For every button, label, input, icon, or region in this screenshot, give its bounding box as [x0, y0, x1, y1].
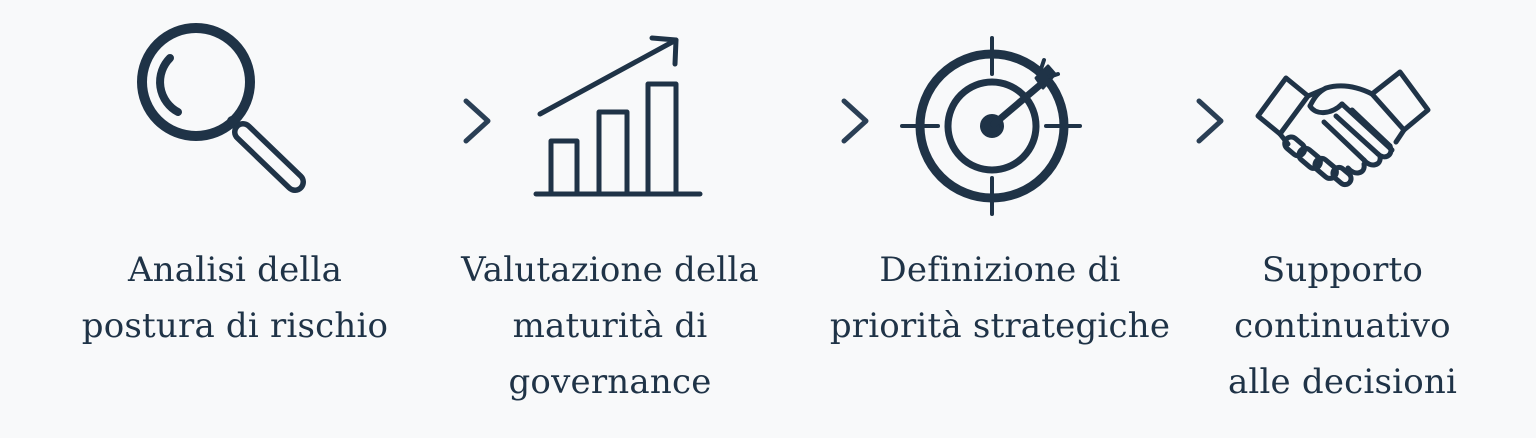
target-with-arrow-icon: [900, 36, 1085, 218]
handshake-icon: [1252, 64, 1437, 194]
step-label-1: Analisi della postura di rischio: [60, 242, 410, 354]
step-label-line: Valutazione della: [461, 250, 759, 290]
step-label-line: priorità strategiche: [829, 306, 1171, 346]
step-label-line: Analisi della: [127, 250, 343, 290]
step-label-line: Definizione di: [879, 250, 1121, 290]
step-label-line: maturità di: [512, 306, 708, 346]
step-label-line: continuativo: [1234, 306, 1451, 346]
step-label-line: alle decisioni: [1227, 362, 1458, 402]
step-label-line: Supporto: [1261, 250, 1424, 290]
step-label-4: Supporto continuativo alle decisioni: [1190, 242, 1495, 410]
right-arrow-icon: [1083, 98, 1228, 148]
step-label-line: postura di rischio: [81, 306, 389, 346]
right-arrow-icon: [350, 98, 495, 148]
step-label-line: governance: [508, 362, 712, 402]
step-label-2: Valutazione della maturità di governance: [435, 242, 785, 410]
magnifying-glass-icon: [130, 22, 310, 197]
growth-bar-chart-icon: [528, 30, 708, 200]
right-arrow-icon: [728, 98, 873, 148]
step-label-3: Definizione di priorità strategiche: [815, 242, 1185, 354]
